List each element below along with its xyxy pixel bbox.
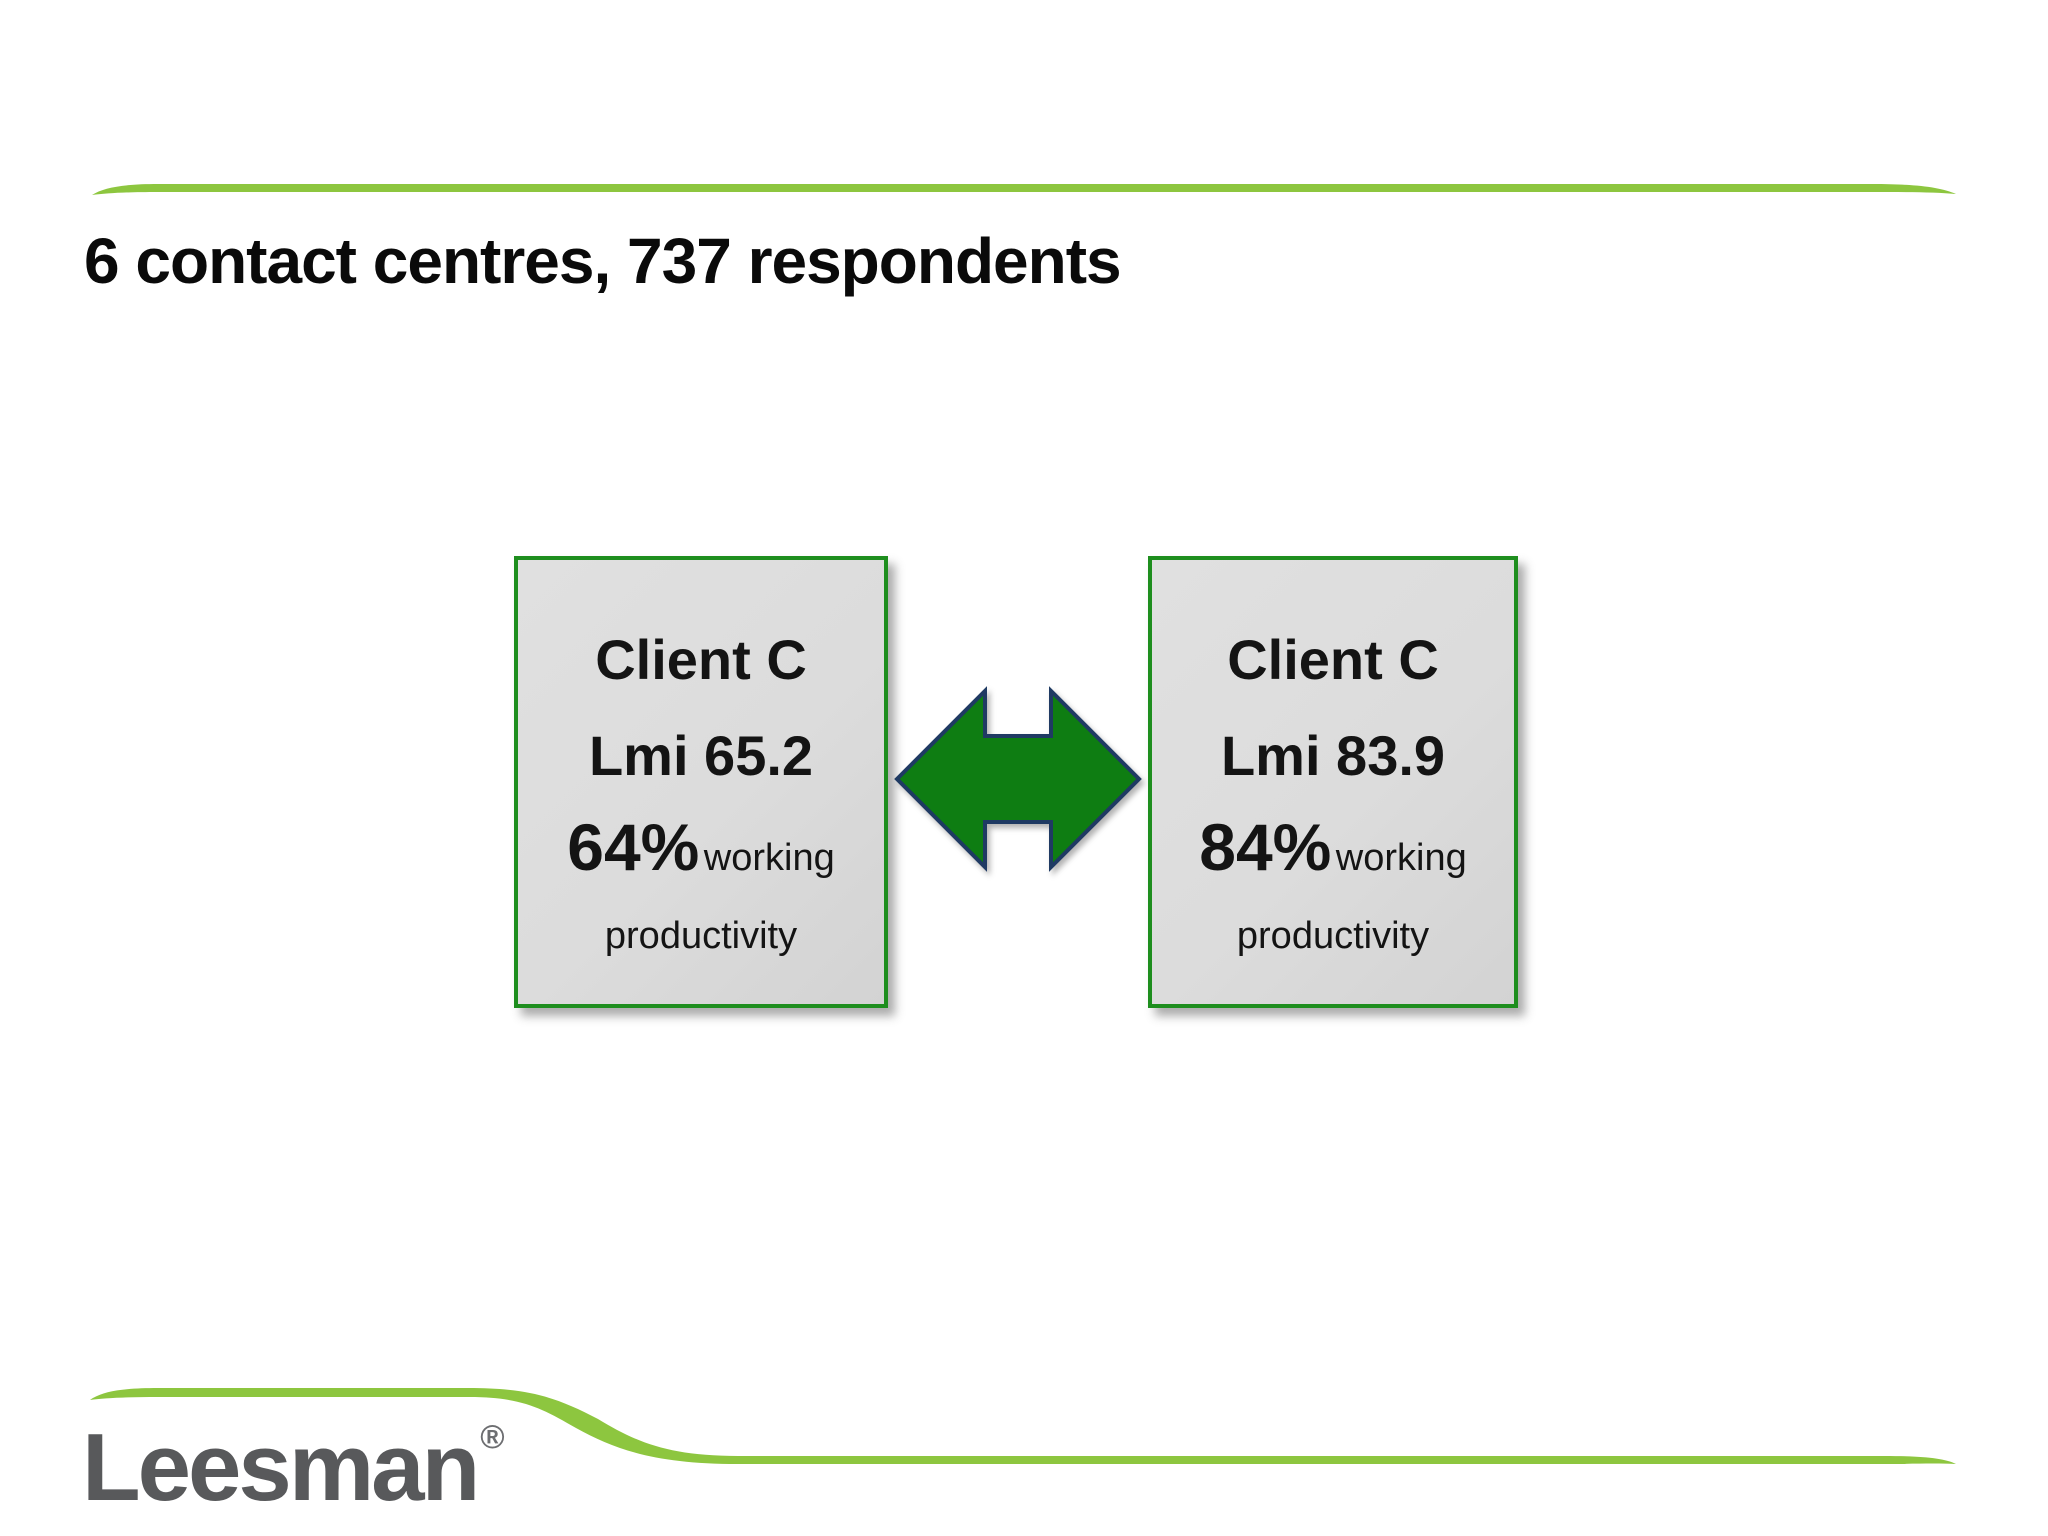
productivity-word-2: productivity: [1236, 915, 1430, 957]
productivity-word-2: productivity: [604, 915, 798, 957]
productivity-word-1: working: [703, 837, 835, 879]
registered-trademark-mark: ®: [480, 1418, 505, 1455]
double-arrow-icon: [894, 686, 1142, 872]
client-name: Client C: [595, 628, 807, 691]
page-title: 6 contact centres, 737 respondents: [84, 225, 1122, 297]
lmi-score: Lmi 65.2: [588, 724, 814, 787]
productivity-percent: 84%: [1199, 810, 1332, 884]
comparison-card-left: Client C Lmi 65.2 64% working productivi…: [514, 556, 888, 1008]
logo-wordmark: Leesman: [82, 1414, 480, 1521]
productivity-percent: 64%: [567, 810, 700, 884]
productivity-word-1: working: [1335, 837, 1467, 879]
client-name: Client C: [1227, 628, 1439, 691]
lmi-score: Lmi 83.9: [1220, 724, 1446, 787]
top-accent-line: [92, 184, 1956, 195]
comparison-card-right: Client C Lmi 83.9 84% working productivi…: [1148, 556, 1518, 1008]
leesman-logo: Leesman®: [82, 1418, 505, 1516]
